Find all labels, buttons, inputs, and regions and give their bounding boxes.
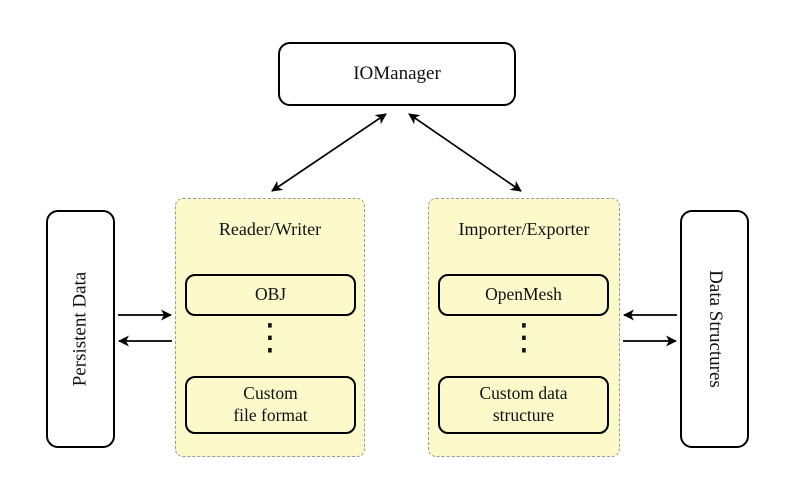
reader-writer-panel: Reader/Writer OBJ ⋮ Custom file format: [175, 198, 365, 457]
obj-node: OBJ: [185, 274, 356, 316]
custom-data-structure-node: Custom data structure: [438, 376, 609, 434]
custom-file-format-label: Custom file format: [233, 383, 308, 425]
iomanager-node: IOManager: [278, 42, 516, 106]
openmesh-node: OpenMesh: [438, 274, 609, 316]
reader-writer-title: Reader/Writer: [218, 219, 322, 239]
openmesh-label: OpenMesh: [485, 284, 562, 305]
custom-data-structure-label: Custom data structure: [479, 383, 568, 425]
importer-exporter-title: Importer/Exporter: [458, 219, 590, 239]
vertical-ellipsis: ⋮: [252, 317, 288, 358]
data-structures-node: Data Structures: [680, 210, 749, 448]
obj-label: OBJ: [254, 284, 287, 305]
persistent-data-label: Persistent Data: [69, 271, 91, 387]
custom-file-format-node: Custom file format: [185, 376, 356, 434]
arrow-iomanager-readerwriter: [271, 113, 387, 192]
arrow-iomanager-importerexporter: [408, 113, 522, 192]
persistent-data-node: Persistent Data: [46, 210, 115, 448]
data-structures-label: Data Structures: [704, 270, 726, 388]
iomanager-label: IOManager: [353, 63, 441, 85]
importer-exporter-panel: Importer/Exporter OpenMesh ⋮ Custom data…: [428, 198, 620, 457]
vertical-ellipsis: ⋮: [506, 317, 542, 358]
